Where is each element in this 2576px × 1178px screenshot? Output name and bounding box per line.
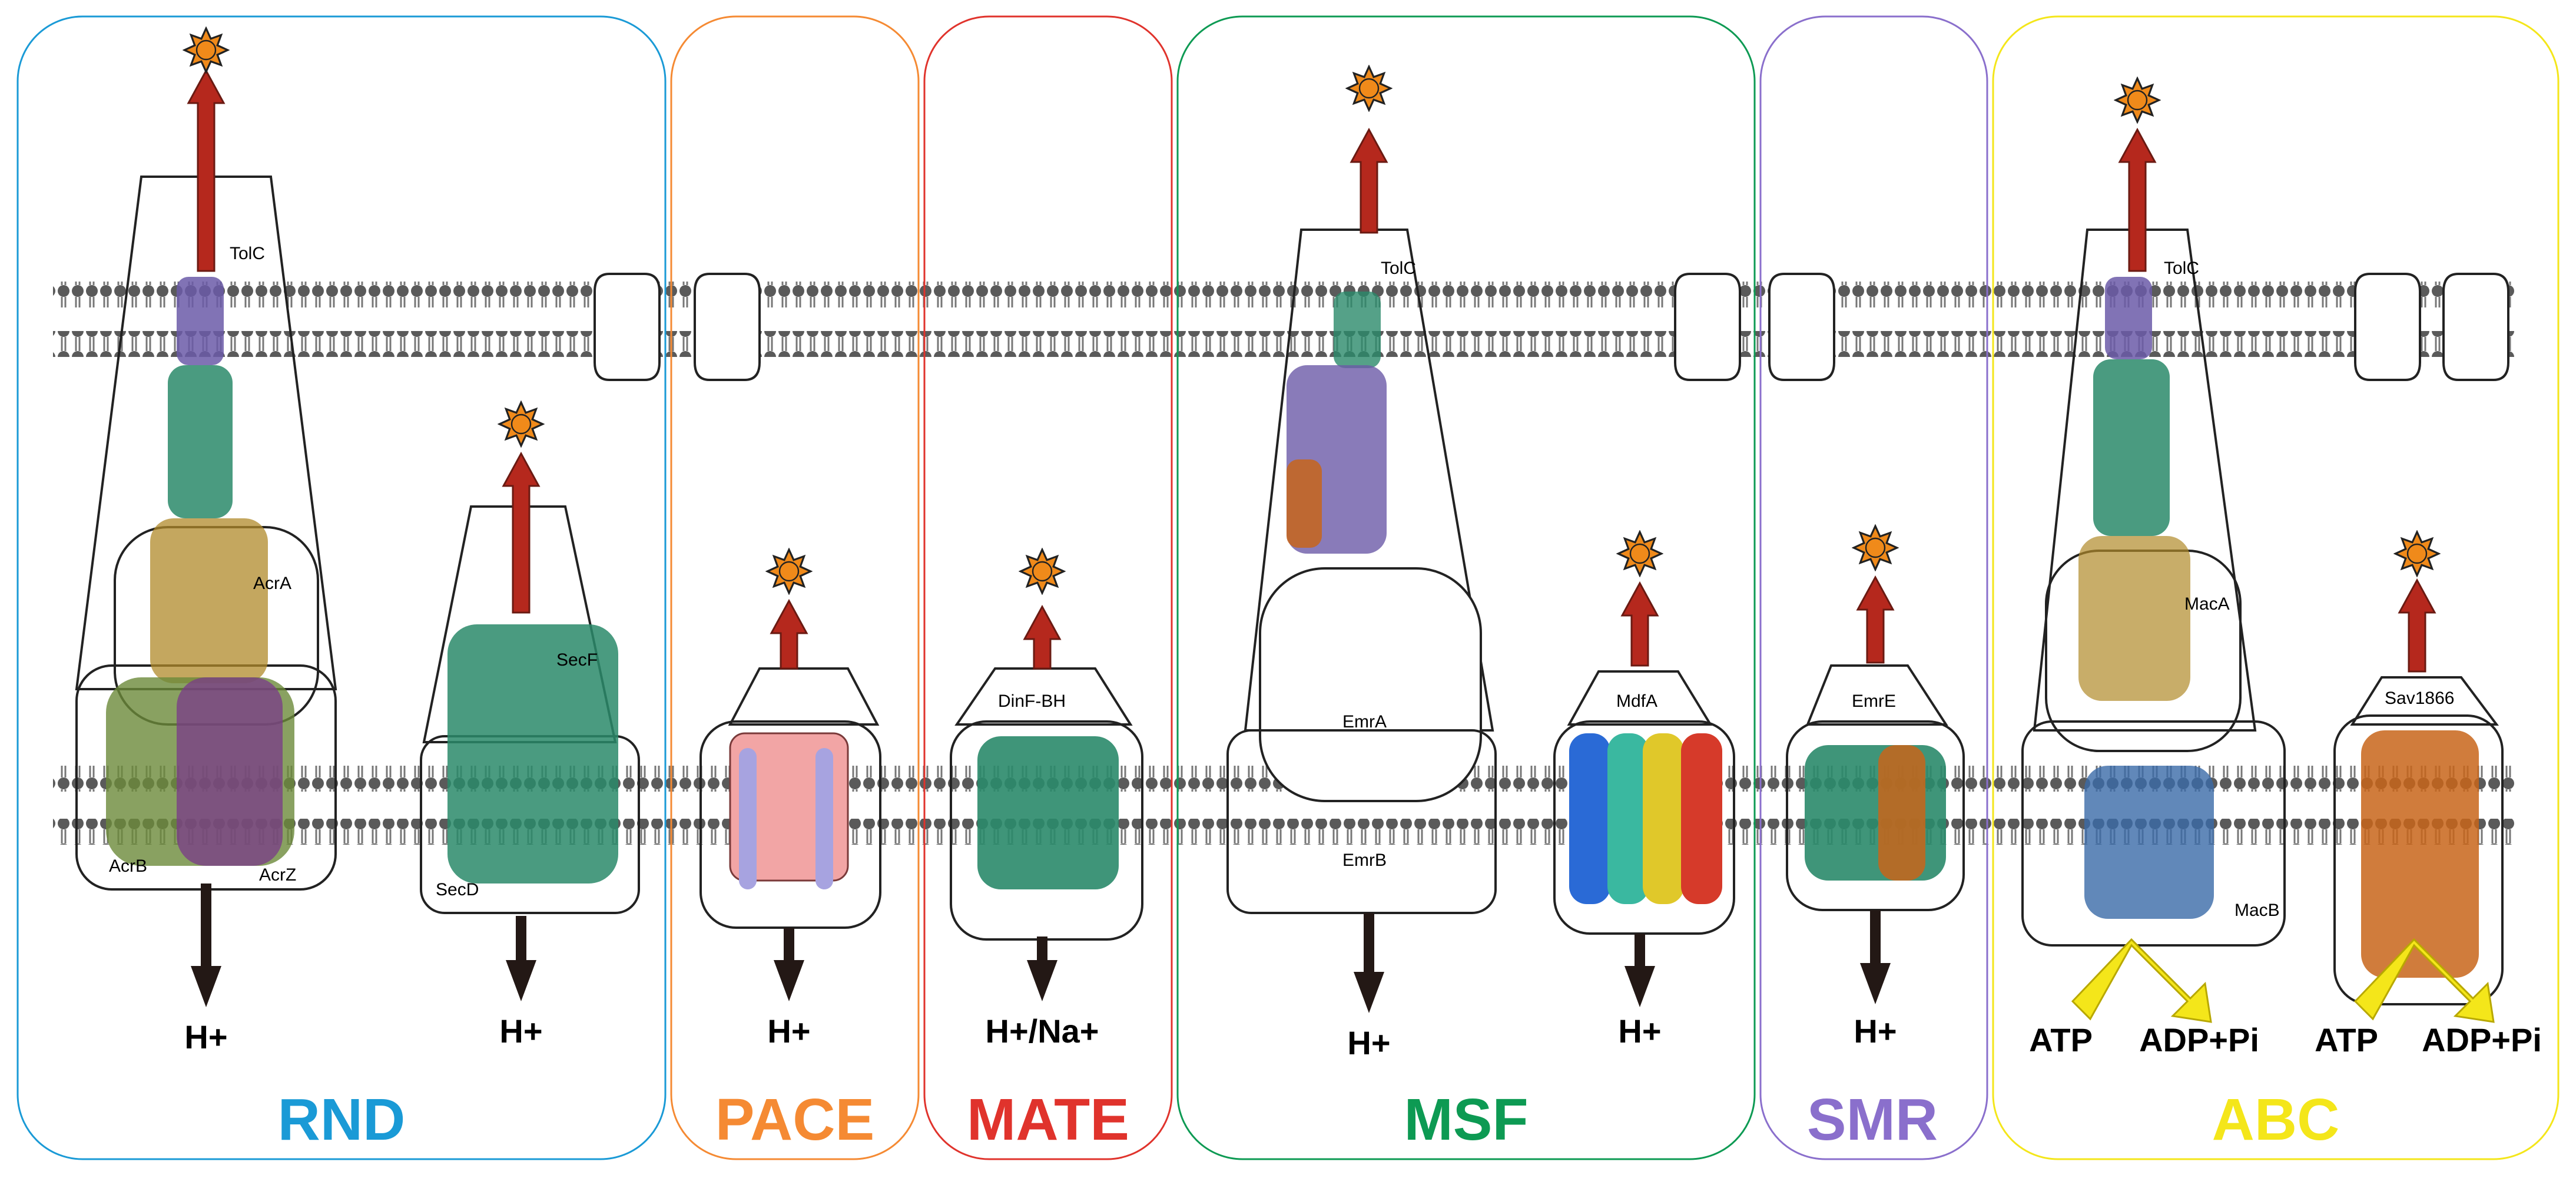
- family-title-abc: ABC: [2212, 1087, 2340, 1153]
- label-tolc-msf: TolC: [1381, 259, 1416, 278]
- label-proton-secd: H+: [499, 1012, 542, 1050]
- panel-msf: [1176, 15, 1756, 1160]
- label-tolc-rnd: TolC: [230, 244, 265, 263]
- proton-arrow-icon: [1860, 910, 1891, 1004]
- label-proton-pace: H+: [767, 1012, 810, 1050]
- proton-arrow-icon: [191, 884, 1891, 1013]
- substrate-sun-icon: [1852, 525, 1898, 571]
- msf-mdfa-transporter: [1553, 670, 1735, 935]
- label-adp-sav1866: ADP+Pi: [2422, 1021, 2542, 1058]
- atp-hydrolysis-arrow-icon: [2071, 938, 2495, 1023]
- substrate-sun-icon: [1617, 531, 1663, 577]
- label-dinf-bh: DinF-BH: [998, 691, 1066, 711]
- efflux-arrow-icon: [502, 451, 541, 614]
- label-tolc-abc: TolC: [2164, 259, 2199, 278]
- label-acra: AcrA: [253, 574, 291, 593]
- efflux-arrow-icon: [1620, 581, 1659, 667]
- panel-smr: [1759, 15, 1988, 1160]
- label-proton-sodium-mate: H+/Na+: [986, 1012, 1099, 1050]
- label-proton-acrb: H+: [184, 1018, 227, 1055]
- panel-rnd: [16, 15, 667, 1160]
- abc-sav1866-transporter: [2333, 676, 2504, 1005]
- mate-transporter: [950, 667, 1143, 941]
- porin-channels: [594, 273, 2509, 381]
- substrate-sun-icon: [2114, 77, 2160, 123]
- family-title-mate: MATE: [967, 1087, 1129, 1153]
- atp-hydrolysis-arrow-icon: [2071, 938, 2212, 1023]
- label-sav1866: Sav1866: [2385, 689, 2454, 708]
- label-acrz: AcrZ: [259, 865, 296, 885]
- label-emrb: EmrB: [1342, 851, 1387, 870]
- label-acrb: AcrB: [109, 856, 147, 876]
- substrate-sun-icon: [766, 548, 812, 594]
- label-secd: SecD: [436, 880, 479, 899]
- efflux-arrow-icon: [770, 598, 808, 670]
- label-atp-sav1866: ATP: [2315, 1021, 2378, 1058]
- substrate-sun-icon: [1019, 548, 1065, 594]
- label-macb: MacB: [2234, 901, 2280, 920]
- label-mdfa: MdfA: [1616, 691, 1657, 711]
- panel-mate: [923, 15, 1173, 1160]
- family-title-rnd: RND: [278, 1087, 406, 1153]
- panel-pace: [670, 15, 920, 1160]
- proton-arrow-icon: [1354, 913, 1384, 1013]
- label-maca: MacA: [2184, 594, 2230, 614]
- family-title-smr: SMR: [1807, 1087, 1938, 1153]
- label-proton-mdfa: H+: [1618, 1012, 1661, 1050]
- smr-emre-transporter: [1786, 664, 1965, 911]
- proton-arrow-icon: [506, 916, 536, 1001]
- label-adp-macb: ADP+Pi: [2139, 1021, 2259, 1058]
- proton-arrow-icon: [1624, 934, 1655, 1007]
- proton-arrow-icon: [774, 928, 804, 1001]
- efflux-arrow-icon: [1023, 604, 1062, 670]
- msf-emrab-tolc-complex: [1226, 229, 1497, 914]
- label-secf: SecF: [556, 650, 598, 670]
- family-title-pace: PACE: [715, 1087, 874, 1153]
- efflux-arrow-icon: [2118, 127, 2157, 272]
- substrate-sun-icon: [498, 401, 544, 447]
- label-emre: EmrE: [1852, 691, 1896, 711]
- family-title-msf: MSF: [1404, 1087, 1528, 1153]
- rnd-secdf-complex: [420, 505, 640, 914]
- outer-membrane: [53, 282, 2514, 357]
- efflux-arrow-icon: [1856, 575, 1895, 664]
- label-emra: EmrA: [1342, 712, 1387, 732]
- proton-arrow-icon: [191, 884, 221, 1007]
- panel-abc: [1992, 15, 2560, 1160]
- pace-transporter: [699, 667, 881, 929]
- abc-macab-tolc-complex: [2021, 229, 2286, 947]
- proton-arrow-icon: [1027, 937, 1057, 1001]
- label-proton-emrb: H+: [1347, 1024, 1390, 1061]
- rnd-acrab-tolc-complex: [75, 176, 337, 891]
- substrate-sun-icon: [2394, 531, 2440, 577]
- label-proton-emre: H+: [1854, 1012, 1897, 1050]
- substrate-sun-icon: [1346, 65, 1392, 111]
- label-atp-macb: ATP: [2029, 1021, 2093, 1058]
- efflux-arrow-icon: [1350, 127, 1388, 234]
- efflux-arrow-icon: [2398, 578, 2436, 673]
- atp-hydrolysis-arrow-icon: [2353, 938, 2495, 1023]
- substrate-sun-icon: [183, 27, 229, 73]
- efflux-arrow-icon: [187, 68, 226, 272]
- efflux-arrow-icon: [187, 68, 2436, 673]
